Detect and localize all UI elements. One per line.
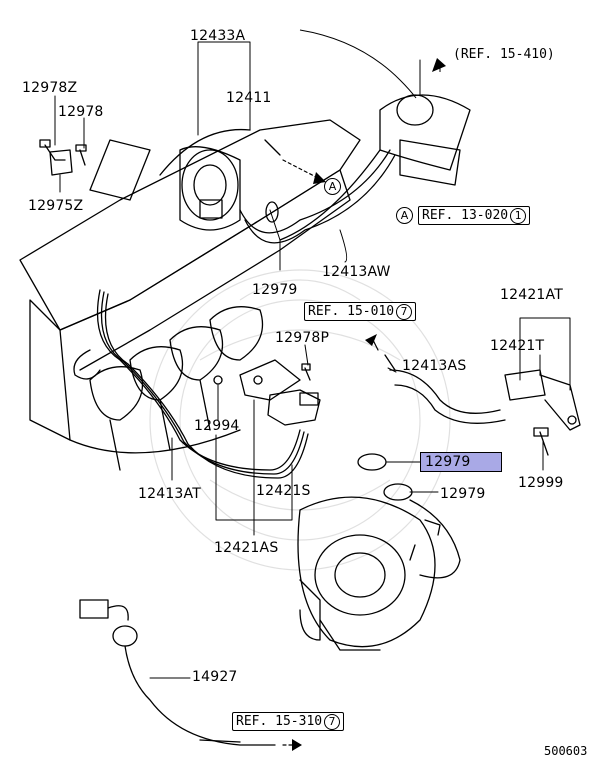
vacuum-hoses: [89, 128, 396, 244]
marker-a-ref: A: [396, 207, 413, 224]
label-12433a: 12433A: [190, 28, 246, 44]
label-12411: 12411: [226, 90, 272, 106]
label-12978p: 12978P: [275, 330, 330, 346]
diagram-code: 500603: [544, 744, 588, 758]
label-12979-highlighted[interactable]: 12979: [420, 452, 502, 472]
marker-a-arrow: A: [324, 178, 341, 195]
solenoid-12421t: [504, 369, 581, 431]
exhaust-temp-sensor: [79, 599, 276, 746]
ref-13-020-number: 1: [510, 208, 527, 224]
label-14927: 14927: [192, 669, 238, 685]
label-12979-top: 12979: [252, 282, 298, 298]
label-12421as: 12421AS: [214, 540, 279, 556]
label-12994: 12994: [194, 418, 240, 434]
label-12421t: 12421T: [490, 338, 545, 354]
sensor-harness: [409, 499, 461, 579]
ref-15-310-number: 7: [324, 714, 341, 730]
ref-15-310-text: REF. 15-310: [236, 714, 323, 729]
ref-15-410[interactable]: (REF. 15-410): [450, 46, 558, 63]
label-12413at: 12413AT: [138, 486, 201, 502]
solenoid-valve: [267, 389, 321, 426]
label-12999: 12999: [518, 475, 564, 491]
arrowheads: [292, 58, 446, 751]
intake-manifold: [19, 119, 361, 471]
bolts: [39, 139, 549, 456]
ref-15-010-number: 7: [396, 304, 413, 320]
label-12978z: 12978Z: [22, 80, 78, 96]
leader-lines: [54, 41, 571, 679]
label-12413as: 12413AS: [402, 358, 467, 374]
label-12421at: 12421AT: [500, 287, 563, 303]
label-12979-low: 12979: [440, 486, 486, 502]
label-12413aw: 12413AW: [322, 264, 391, 280]
hose-12413as: [384, 354, 506, 424]
label-12975z: 12975Z: [28, 198, 84, 214]
ref-15-410-leader: [299, 29, 441, 99]
mounting-bracket: [239, 359, 301, 401]
throttle-body: [179, 146, 241, 231]
hose-clamps: [265, 201, 413, 501]
hose-bundle: [73, 289, 309, 479]
label-12978: 12978: [58, 104, 104, 120]
turbocharger: [297, 496, 436, 651]
ref-15-010-text: REF. 15-010: [308, 304, 395, 319]
label-12421s: 12421S: [256, 483, 311, 499]
bracket-12975z: [49, 149, 73, 176]
ref-13-020-text: REF. 13-020: [422, 208, 509, 223]
